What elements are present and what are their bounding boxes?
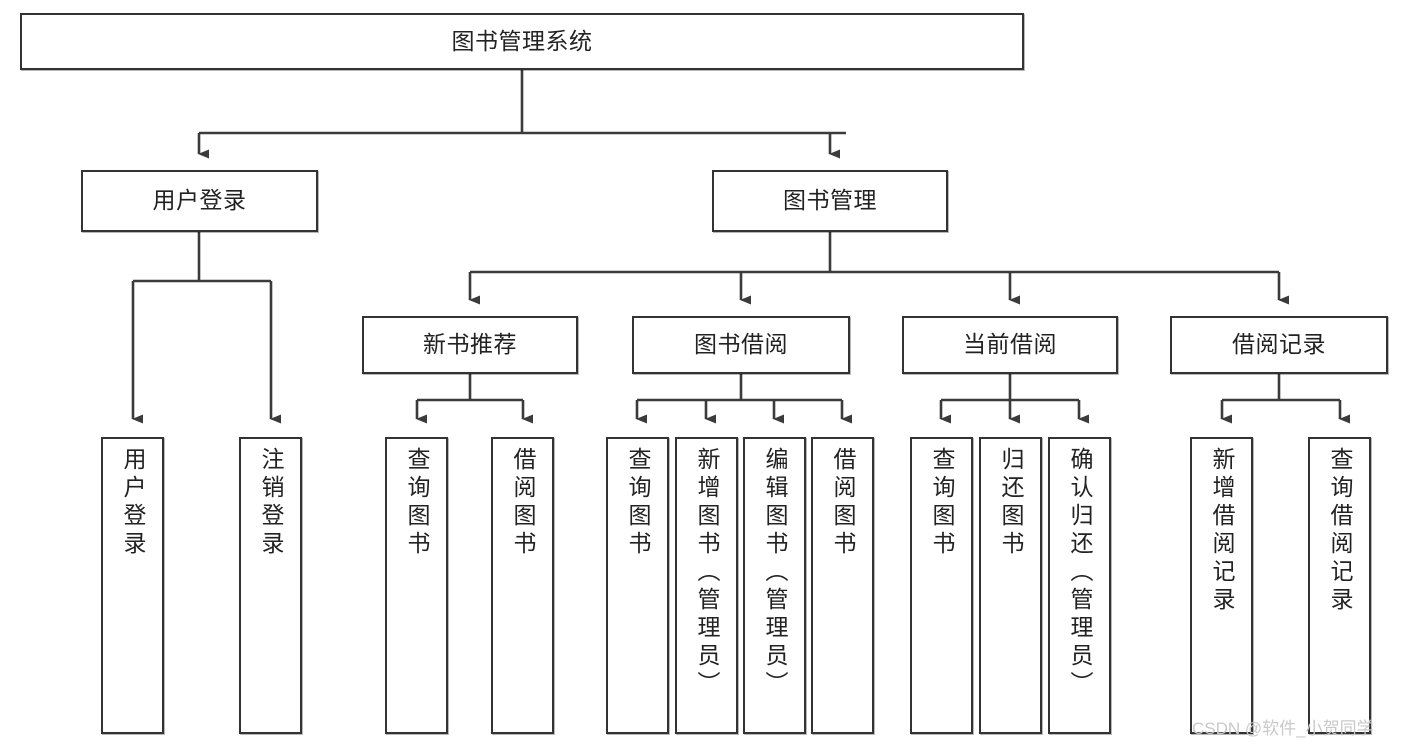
node-label: 查询图书 (404, 447, 430, 559)
leaf-borrow-add-book[interactable]: 新增图书（管理员） (675, 437, 738, 734)
node-label: 借阅图书 (830, 447, 856, 559)
node-book-management[interactable]: 图书管理 (712, 170, 948, 232)
node-label: 查询借阅记录 (1327, 447, 1353, 615)
leaf-borrow-edit-book[interactable]: 编辑图书（管理员） (743, 437, 806, 734)
node-label: 用户登录 (152, 187, 247, 214)
leaf-borrow-borrow-book[interactable]: 借阅图书 (811, 437, 874, 734)
node-current-borrow[interactable]: 当前借阅 (902, 316, 1118, 374)
node-root-system[interactable]: 图书管理系统 (20, 13, 1024, 70)
leaf-current-query-book[interactable]: 查询图书 (910, 437, 973, 734)
watermark: CSDN @软件_小贺同学 (1192, 719, 1374, 738)
node-label: 查询图书 (625, 447, 651, 559)
node-label: 借阅图书 (510, 447, 536, 559)
node-label: 归还图书 (998, 447, 1024, 559)
node-label: 用户登录 (120, 447, 146, 559)
node-label: 当前借阅 (963, 331, 1057, 358)
node-new-book-recommend[interactable]: 新书推荐 (362, 316, 578, 374)
leaf-new-book-query[interactable]: 查询图书 (385, 437, 448, 734)
node-book-borrow[interactable]: 图书借阅 (632, 316, 850, 374)
node-label: 借阅记录 (1232, 331, 1326, 358)
leaf-user-login-login[interactable]: 用户登录 (101, 437, 164, 734)
leaf-record-query[interactable]: 查询借阅记录 (1308, 437, 1371, 734)
node-label: 确认归还（管理员） (1067, 447, 1093, 699)
node-label: 新增借阅记录 (1209, 447, 1235, 615)
leaf-user-login-logout[interactable]: 注销登录 (239, 437, 302, 734)
leaf-borrow-query-book[interactable]: 查询图书 (606, 437, 669, 734)
node-borrow-record[interactable]: 借阅记录 (1170, 316, 1388, 374)
leaf-record-add[interactable]: 新增借阅记录 (1190, 437, 1253, 734)
leaf-current-confirm-return[interactable]: 确认归还（管理员） (1048, 437, 1111, 734)
node-label: 新增图书（管理员） (694, 447, 720, 699)
node-user-login[interactable]: 用户登录 (81, 170, 318, 232)
node-label: 图书管理 (783, 187, 877, 214)
leaf-new-book-borrow[interactable]: 借阅图书 (491, 437, 554, 734)
node-label: 注销登录 (258, 447, 284, 559)
node-label: 图书借阅 (694, 331, 788, 358)
node-label: 查询图书 (929, 447, 955, 559)
leaf-current-return-book[interactable]: 归还图书 (979, 437, 1042, 734)
node-label: 新书推荐 (423, 331, 517, 358)
node-label: 编辑图书（管理员） (762, 447, 788, 699)
node-label: 图书管理系统 (451, 27, 593, 54)
